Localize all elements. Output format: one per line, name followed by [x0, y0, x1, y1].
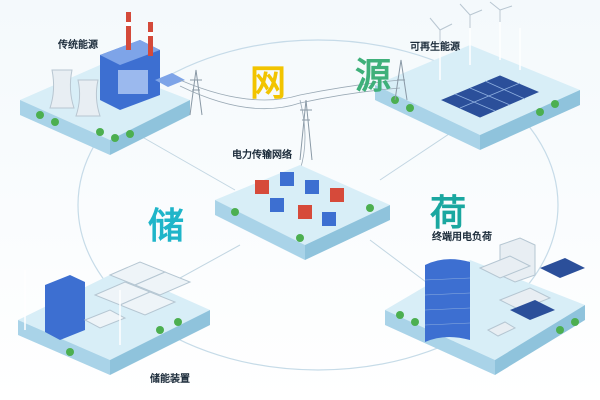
trees [36, 111, 134, 142]
traditional-energy-island: 传统能源 [20, 12, 190, 155]
end-load-island: 终端用电负荷 [385, 230, 585, 375]
trees [66, 318, 182, 356]
trees [396, 311, 579, 334]
battery-containers [93, 261, 192, 316]
label-power-grid: 电力传输网络 [232, 148, 292, 161]
buildings [478, 237, 552, 311]
trees [231, 204, 374, 242]
pylon-icons [189, 59, 408, 161]
platform-side-right [110, 100, 190, 155]
office-tower [425, 259, 470, 342]
trees [391, 96, 559, 116]
grid-character: 网 [250, 63, 286, 104]
storage-island: 储能装置 [18, 261, 210, 385]
label-traditional-energy: 传统能源 [57, 38, 98, 51]
label-storage-device: 储能装置 [149, 372, 190, 385]
source-character: 源 [355, 56, 391, 97]
renewable-energy-island: 可再生能源 [375, 1, 580, 150]
label-end-load: 终端用电负荷 [432, 230, 492, 243]
label-renewable-energy: 可再生能源 [410, 40, 460, 53]
power-grid-island: 电力传输网络 [215, 148, 390, 260]
load-character: 荷 [430, 193, 466, 234]
chimney [148, 22, 153, 56]
cooling-tower [49, 69, 75, 109]
wind-turbines [24, 270, 121, 345]
cooling-tower [75, 79, 101, 117]
transformers [255, 172, 344, 226]
chimney [126, 12, 131, 50]
storage-building [45, 275, 85, 340]
storage-character: 储 [148, 206, 184, 247]
rooftop-solar [510, 258, 585, 320]
transmission-lines [179, 79, 401, 171]
network-ring [77, 39, 559, 371]
solar-panel-array [438, 74, 542, 119]
